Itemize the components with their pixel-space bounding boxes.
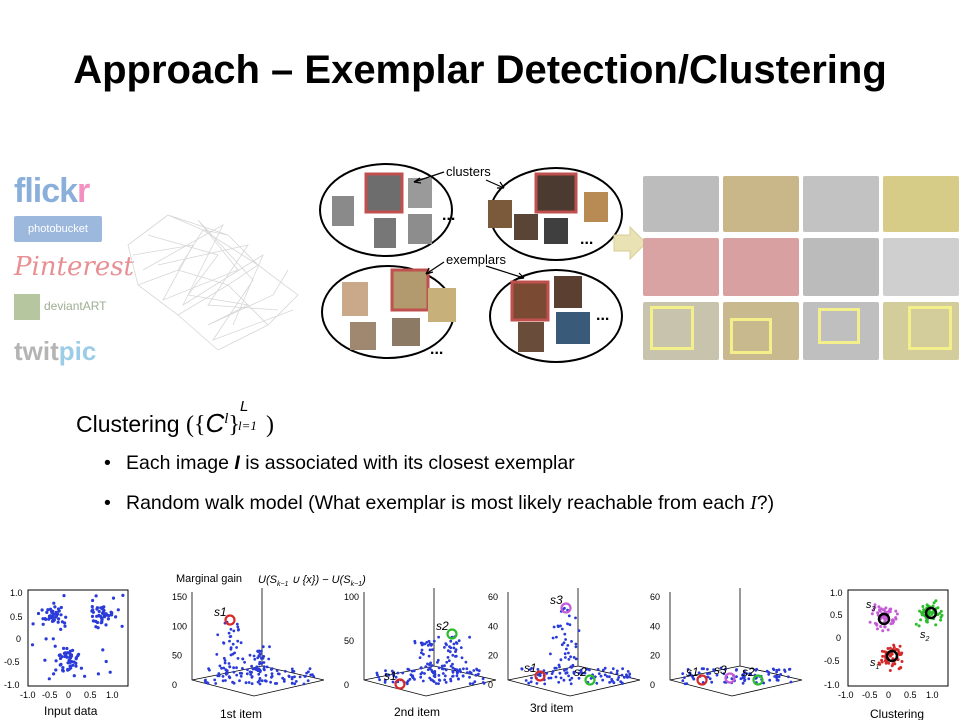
svg-text:s2: s2 [436, 619, 449, 633]
detection-box [818, 308, 860, 344]
grid-photo [723, 238, 799, 296]
svg-text:0: 0 [488, 680, 493, 690]
network-graph-image [127, 214, 299, 351]
svg-text:s3: s3 [714, 663, 727, 677]
svg-text:0: 0 [344, 680, 349, 690]
svg-text:100: 100 [172, 621, 187, 631]
svg-text:-0.5: -0.5 [42, 690, 58, 700]
flickr-logo: flickr [14, 172, 90, 210]
fourth-item-plot: 60 40 20 0 s1 s2 s3 [650, 588, 803, 697]
svg-text:0.5: 0.5 [84, 690, 97, 700]
svg-text:s2: s2 [920, 629, 930, 643]
page-title: Approach – Exemplar Detection/Clustering [73, 48, 887, 92]
svg-text:20: 20 [650, 651, 660, 661]
ellipsis: ... [430, 341, 443, 358]
marginal-gain-label: Marginal gain [176, 573, 242, 585]
clusters-label: clusters [446, 164, 491, 179]
arrow-right-icon [613, 225, 647, 261]
svg-text:20: 20 [488, 651, 498, 661]
caption-second-item: 2nd item [394, 705, 440, 719]
detection-box [650, 306, 694, 350]
svg-text:1.0: 1.0 [106, 690, 119, 700]
photobucket-logo: photobucket [14, 216, 102, 242]
svg-text:s1: s1 [686, 665, 699, 679]
grid-photo [643, 176, 719, 232]
svg-text:-1.0: -1.0 [4, 680, 20, 690]
caption-input-data: Input data [44, 704, 98, 718]
svg-text:40: 40 [650, 621, 660, 631]
svg-text:60: 60 [488, 592, 498, 602]
svg-text:0.5: 0.5 [904, 690, 917, 700]
detection-box [730, 318, 772, 354]
input-data-plot: 1.0 0.5 0 -0.5 -1.0 -1.0 -0.5 0 0.5 1.0 [4, 588, 129, 700]
svg-text:-0.5: -0.5 [862, 690, 878, 700]
deviantart-logo: deviantART [14, 294, 106, 320]
svg-text:40: 40 [488, 621, 498, 631]
svg-text:s1: s1 [214, 605, 227, 619]
grid-photo [803, 238, 879, 296]
grid-photo [883, 238, 959, 296]
svg-text:s2: s2 [574, 665, 587, 679]
marginal-gain-formula: U(Sk−1 ∪ {x}) − U(Sk−1) [258, 574, 366, 588]
svg-text:150: 150 [172, 592, 187, 602]
svg-text:0: 0 [836, 633, 841, 643]
cluster-diagram: ... ... ... ... clusters exemplars [319, 163, 623, 363]
svg-text:0.5: 0.5 [830, 610, 843, 620]
svg-text:100: 100 [344, 592, 359, 602]
svg-text:60: 60 [650, 592, 660, 602]
grid-photo [803, 176, 879, 232]
svg-text:s1: s1 [384, 669, 397, 683]
diagram-arrows [413, 171, 525, 280]
svg-text:0: 0 [172, 680, 177, 690]
exemplar-selection-figures: 1.0 0.5 0 -0.5 -1.0 -1.0 -0.5 0 0.5 1.0 Margin… [4, 573, 949, 720]
svg-text:-1.0: -1.0 [838, 690, 854, 700]
svg-text:50: 50 [344, 636, 354, 646]
third-item-plot: 60 40 20 0 s1 s2 s3 [488, 588, 641, 697]
svg-text:1.0: 1.0 [10, 588, 23, 598]
grid-photo [643, 238, 719, 296]
svg-text:0: 0 [650, 680, 655, 690]
bullet-item: •Random walk model (What exemplar is mos… [104, 492, 775, 514]
svg-text:0: 0 [66, 690, 71, 700]
svg-text:-0.5: -0.5 [4, 657, 20, 667]
svg-text:0: 0 [886, 690, 891, 700]
exemplars-label: exemplars [446, 252, 506, 267]
caption-third-item: 3rd item [530, 701, 573, 715]
grid-photo [643, 302, 719, 360]
svg-text:s1: s1 [524, 661, 537, 675]
svg-text:s2: s2 [742, 665, 755, 679]
pinterest-logo: Pinterest [14, 252, 134, 282]
svg-text:1.0: 1.0 [926, 690, 939, 700]
bullet-item: •Each image I is associated with its clo… [104, 452, 575, 474]
caption-clustering: Clustering [870, 707, 924, 720]
svg-text:0.5: 0.5 [10, 612, 23, 622]
grid-photo [883, 176, 959, 232]
grid-photo [803, 302, 879, 360]
svg-text:s1: s1 [870, 657, 880, 671]
svg-text:0: 0 [16, 634, 21, 644]
ellipsis: ... [580, 231, 593, 248]
first-item-plot: 150 100 50 0 s1 [172, 588, 325, 697]
ellipsis: ... [596, 307, 609, 324]
svg-text:s3: s3 [550, 593, 563, 607]
svg-text:s3: s3 [866, 599, 876, 613]
ellipsis: ... [442, 207, 455, 224]
svg-text:-1.0: -1.0 [20, 690, 36, 700]
grid-photo [723, 302, 799, 360]
caption-first-item: 1st item [220, 707, 262, 720]
svg-text:50: 50 [172, 651, 182, 661]
detection-box [908, 306, 952, 350]
svg-text:1.0: 1.0 [830, 588, 843, 598]
twitpic-logo: twitpic [14, 336, 97, 366]
svg-text:-1.0: -1.0 [824, 680, 840, 690]
grid-photo [883, 302, 959, 360]
svg-text:-0.5: -0.5 [824, 656, 840, 666]
grid-photo [723, 176, 799, 232]
second-item-plot: 100 50 0 s1 s2 [344, 588, 497, 697]
